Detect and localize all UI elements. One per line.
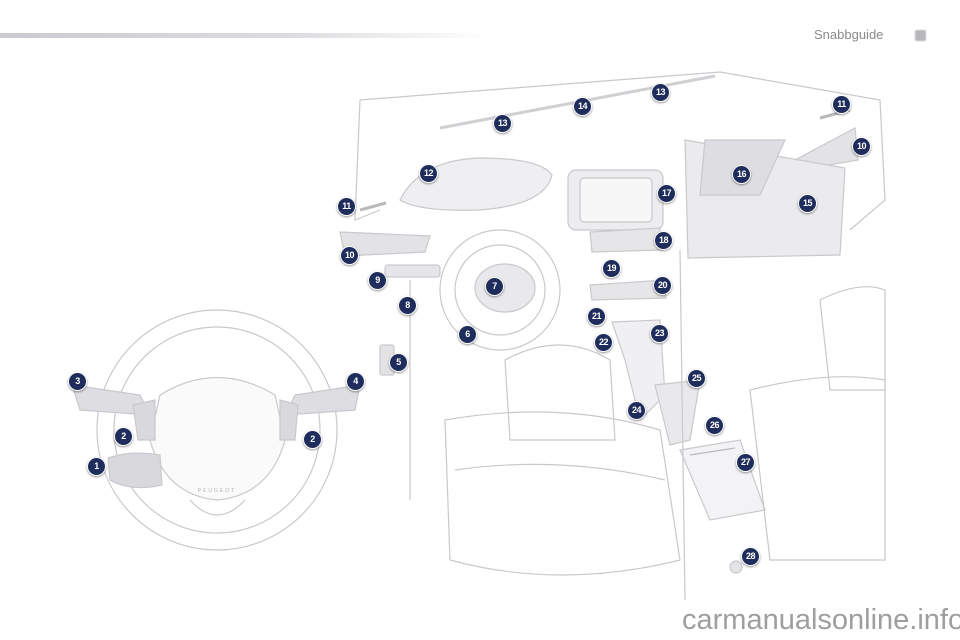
steering-wheel-logo-text: PEUGEOT: [198, 488, 236, 494]
callout-11-right: 11: [832, 95, 851, 114]
callout-6: 6: [458, 325, 477, 344]
seats-outline: [444, 286, 886, 576]
callout-7: 7: [485, 277, 504, 296]
section-title: Snabbguide: [814, 27, 884, 42]
callout-10-left: 10: [340, 246, 359, 265]
callout-2-left: 2: [114, 427, 133, 446]
callout-13-left: 13: [493, 114, 512, 133]
watermark: carmanualsonline.info: [682, 604, 960, 636]
callout-5: 5: [389, 353, 408, 372]
callout-22: 22: [594, 333, 613, 352]
callout-9: 9: [368, 271, 387, 290]
callout-19: 19: [602, 259, 621, 278]
callout-20: 20: [653, 276, 672, 295]
callout-13-right: 13: [651, 83, 670, 102]
callout-18: 18: [654, 231, 673, 250]
callout-26: 26: [705, 416, 724, 435]
callout-8: 8: [398, 296, 417, 315]
steering-wheel-detail: [71, 309, 361, 551]
callout-15: 15: [798, 194, 817, 213]
header-rule: [0, 33, 490, 38]
callout-3: 3: [68, 372, 87, 391]
callout-27: 27: [736, 453, 755, 472]
callout-24: 24: [627, 401, 646, 420]
callout-21: 21: [587, 307, 606, 326]
callout-4: 4: [346, 372, 365, 391]
callout-1: 1: [87, 457, 106, 476]
callout-10-right: 10: [852, 137, 871, 156]
callout-2-right: 2: [303, 430, 322, 449]
callout-25: 25: [687, 369, 706, 388]
callout-11-left: 11: [337, 197, 356, 216]
callout-14: 14: [573, 97, 592, 116]
callout-17: 17: [657, 184, 676, 203]
section-tab-marker: [915, 30, 926, 41]
callout-23: 23: [650, 324, 669, 343]
callout-16: 16: [732, 165, 751, 184]
dashboard-outline: [339, 71, 886, 601]
callout-28: 28: [741, 547, 760, 566]
callout-12: 12: [419, 164, 438, 183]
